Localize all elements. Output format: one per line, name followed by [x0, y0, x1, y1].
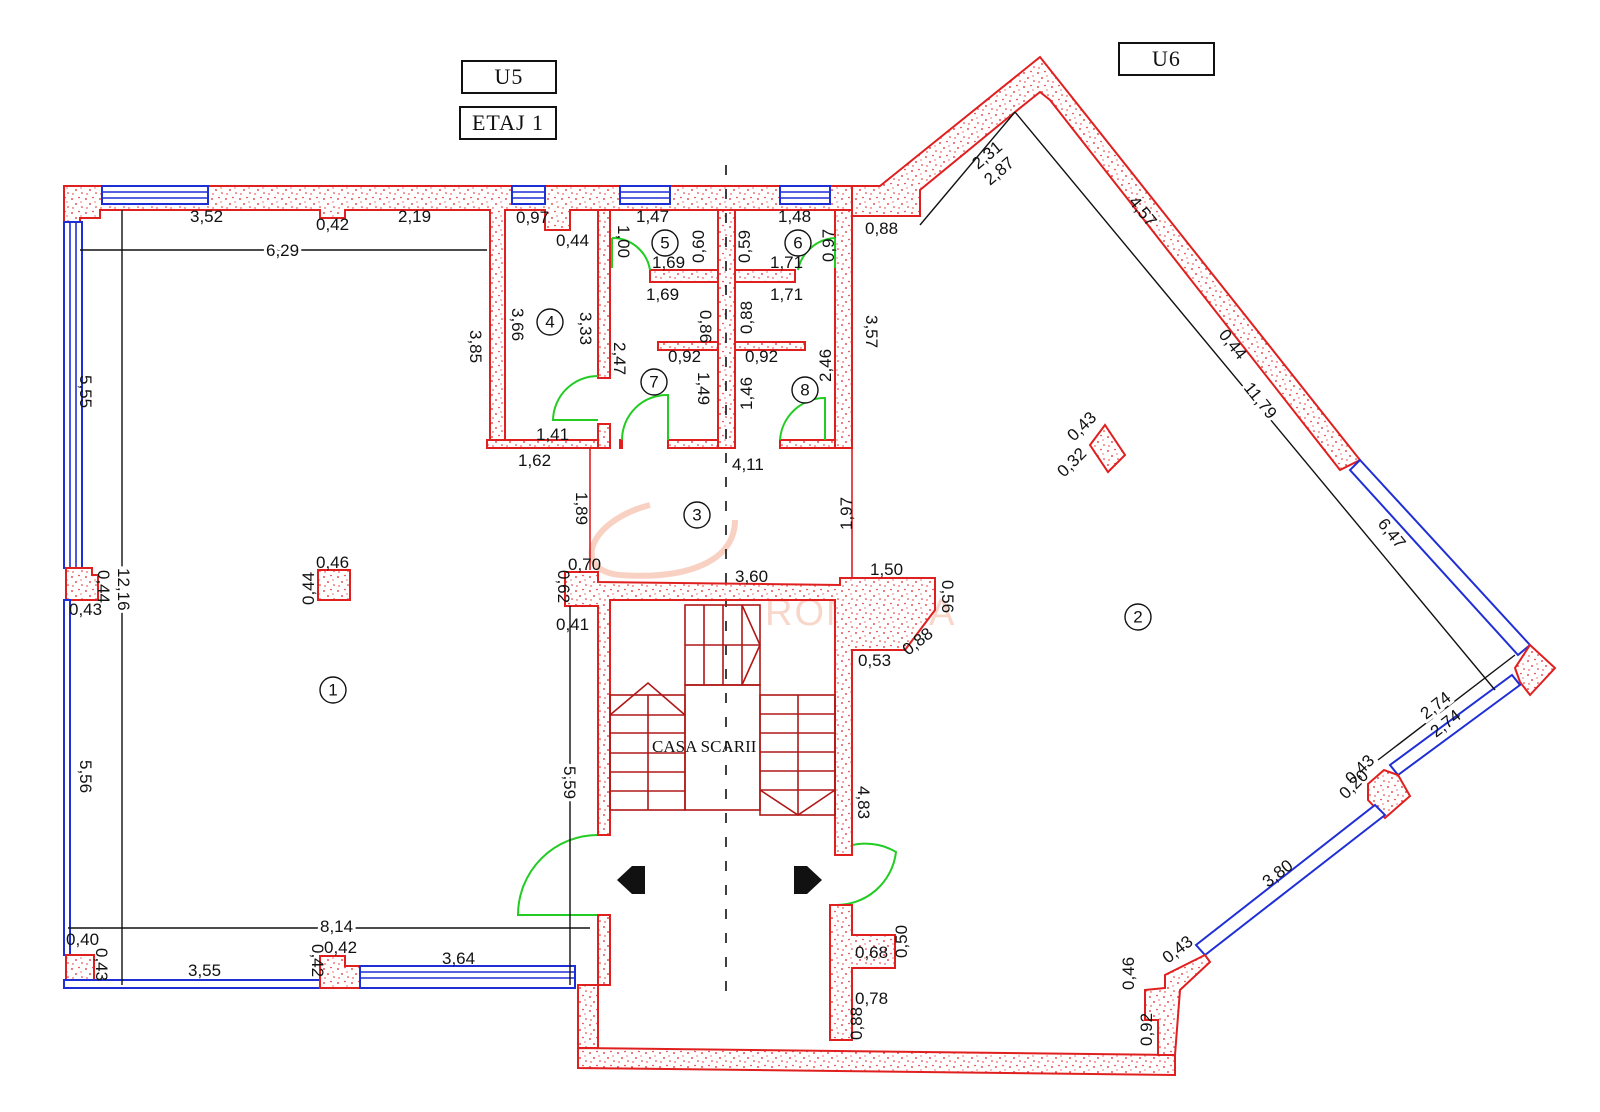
- svg-text:5: 5: [660, 234, 669, 253]
- svg-text:8,14: 8,14: [320, 917, 353, 936]
- svg-text:3: 3: [692, 506, 701, 525]
- core-walls: [486, 209, 853, 449]
- stair-label: CASA SCARII: [652, 737, 757, 756]
- svg-text:0,78: 0,78: [855, 989, 888, 1008]
- svg-text:2,47: 2,47: [610, 342, 629, 375]
- svg-text:3,66: 3,66: [508, 308, 527, 341]
- svg-text:0,92: 0,92: [1137, 1013, 1156, 1046]
- room-markers: 1 2 3 4 5 6 7 8: [319, 229, 1152, 704]
- svg-text:1,97: 1,97: [837, 497, 856, 530]
- unit-label-u5: U5: [461, 60, 557, 94]
- svg-text:0,88: 0,88: [847, 1007, 866, 1040]
- svg-text:0,42: 0,42: [316, 215, 349, 234]
- room-7: 7: [640, 368, 668, 396]
- dimension-lines: [68, 111, 1516, 985]
- svg-text:12,16: 12,16: [114, 568, 133, 611]
- svg-text:0,59: 0,59: [735, 230, 754, 263]
- room-1: 1: [319, 676, 347, 704]
- svg-text:0,86: 0,86: [696, 310, 715, 343]
- svg-text:3,60: 3,60: [735, 567, 768, 586]
- svg-text:1,69: 1,69: [652, 253, 685, 272]
- svg-text:8: 8: [800, 381, 809, 400]
- svg-text:2: 2: [1133, 608, 1142, 627]
- svg-text:0,42: 0,42: [308, 944, 327, 977]
- svg-text:0,44: 0,44: [94, 570, 113, 603]
- svg-text:1,47: 1,47: [636, 207, 669, 226]
- svg-text:1,71: 1,71: [770, 285, 803, 304]
- svg-text:1: 1: [328, 681, 337, 700]
- svg-text:0,46: 0,46: [316, 553, 349, 572]
- svg-text:0,44: 0,44: [299, 572, 318, 605]
- svg-text:0,32: 0,32: [1053, 444, 1090, 481]
- room-8: 8: [791, 376, 819, 404]
- svg-text:4: 4: [545, 313, 554, 332]
- svg-text:1,89: 1,89: [572, 492, 591, 525]
- svg-text:3,57: 3,57: [862, 315, 881, 348]
- svg-text:3,64: 3,64: [442, 949, 475, 968]
- room-3: 3: [683, 501, 711, 529]
- svg-text:0,42: 0,42: [324, 938, 357, 957]
- svg-text:0,50: 0,50: [892, 925, 911, 958]
- svg-text:1,00: 1,00: [614, 225, 633, 258]
- svg-text:0,44: 0,44: [556, 231, 589, 250]
- svg-text:1,62: 1,62: [518, 451, 551, 470]
- svg-text:1,46: 1,46: [737, 377, 756, 410]
- svg-text:0,70: 0,70: [568, 555, 601, 574]
- svg-text:0,62: 0,62: [554, 570, 573, 603]
- room-2: 2: [1124, 603, 1152, 631]
- svg-text:2,46: 2,46: [816, 349, 835, 382]
- svg-text:0,53: 0,53: [858, 651, 891, 670]
- svg-text:2,19: 2,19: [398, 207, 431, 226]
- svg-text:3,85: 3,85: [466, 330, 485, 363]
- svg-text:0,43: 0,43: [69, 600, 102, 619]
- svg-text:6,29: 6,29: [266, 241, 299, 260]
- entry-arrow-left-icon: [617, 866, 645, 894]
- svg-text:0,43: 0,43: [92, 948, 111, 981]
- room-4: 4: [536, 308, 564, 336]
- svg-text:0,92: 0,92: [668, 347, 701, 366]
- svg-text:1,41: 1,41: [536, 425, 569, 444]
- svg-text:0,88: 0,88: [865, 219, 898, 238]
- room-5: 5: [651, 229, 679, 257]
- svg-text:4,83: 4,83: [854, 786, 873, 819]
- svg-text:5,59: 5,59: [560, 766, 579, 799]
- svg-text:1,50: 1,50: [870, 560, 903, 579]
- room-6: 6: [784, 229, 812, 257]
- svg-text:7: 7: [649, 373, 658, 392]
- svg-text:0,60: 0,60: [689, 230, 708, 263]
- doors: [516, 236, 898, 916]
- svg-text:0,92: 0,92: [745, 347, 778, 366]
- staircase: CASA SCARII: [564, 571, 1176, 1077]
- svg-text:3,55: 3,55: [188, 961, 221, 980]
- svg-text:0,97: 0,97: [819, 229, 838, 262]
- entry-arrow-right-icon: [794, 866, 822, 894]
- svg-text:0,46: 0,46: [1119, 957, 1138, 990]
- u6-walls: [851, 55, 1557, 1056]
- svg-text:5,56: 5,56: [76, 760, 95, 793]
- svg-text:3,52: 3,52: [190, 207, 223, 226]
- svg-text:0,40: 0,40: [66, 930, 99, 949]
- svg-text:0,97: 0,97: [516, 208, 549, 227]
- svg-text:1,69: 1,69: [646, 285, 679, 304]
- svg-text:0,68: 0,68: [855, 943, 888, 962]
- unit-label-u6: U6: [1118, 42, 1215, 76]
- svg-text:0,56: 0,56: [938, 580, 957, 613]
- svg-text:6: 6: [793, 234, 802, 253]
- svg-text:0,88: 0,88: [737, 301, 756, 334]
- svg-text:3,33: 3,33: [576, 312, 595, 345]
- svg-text:1,49: 1,49: [694, 372, 713, 405]
- svg-text:1,48: 1,48: [778, 207, 811, 226]
- svg-text:1,71: 1,71: [770, 253, 803, 272]
- floor-label: ETAJ 1: [459, 106, 557, 140]
- svg-text:4,11: 4,11: [732, 455, 764, 474]
- svg-text:5,55: 5,55: [76, 375, 95, 408]
- svg-text:0,41: 0,41: [556, 615, 589, 634]
